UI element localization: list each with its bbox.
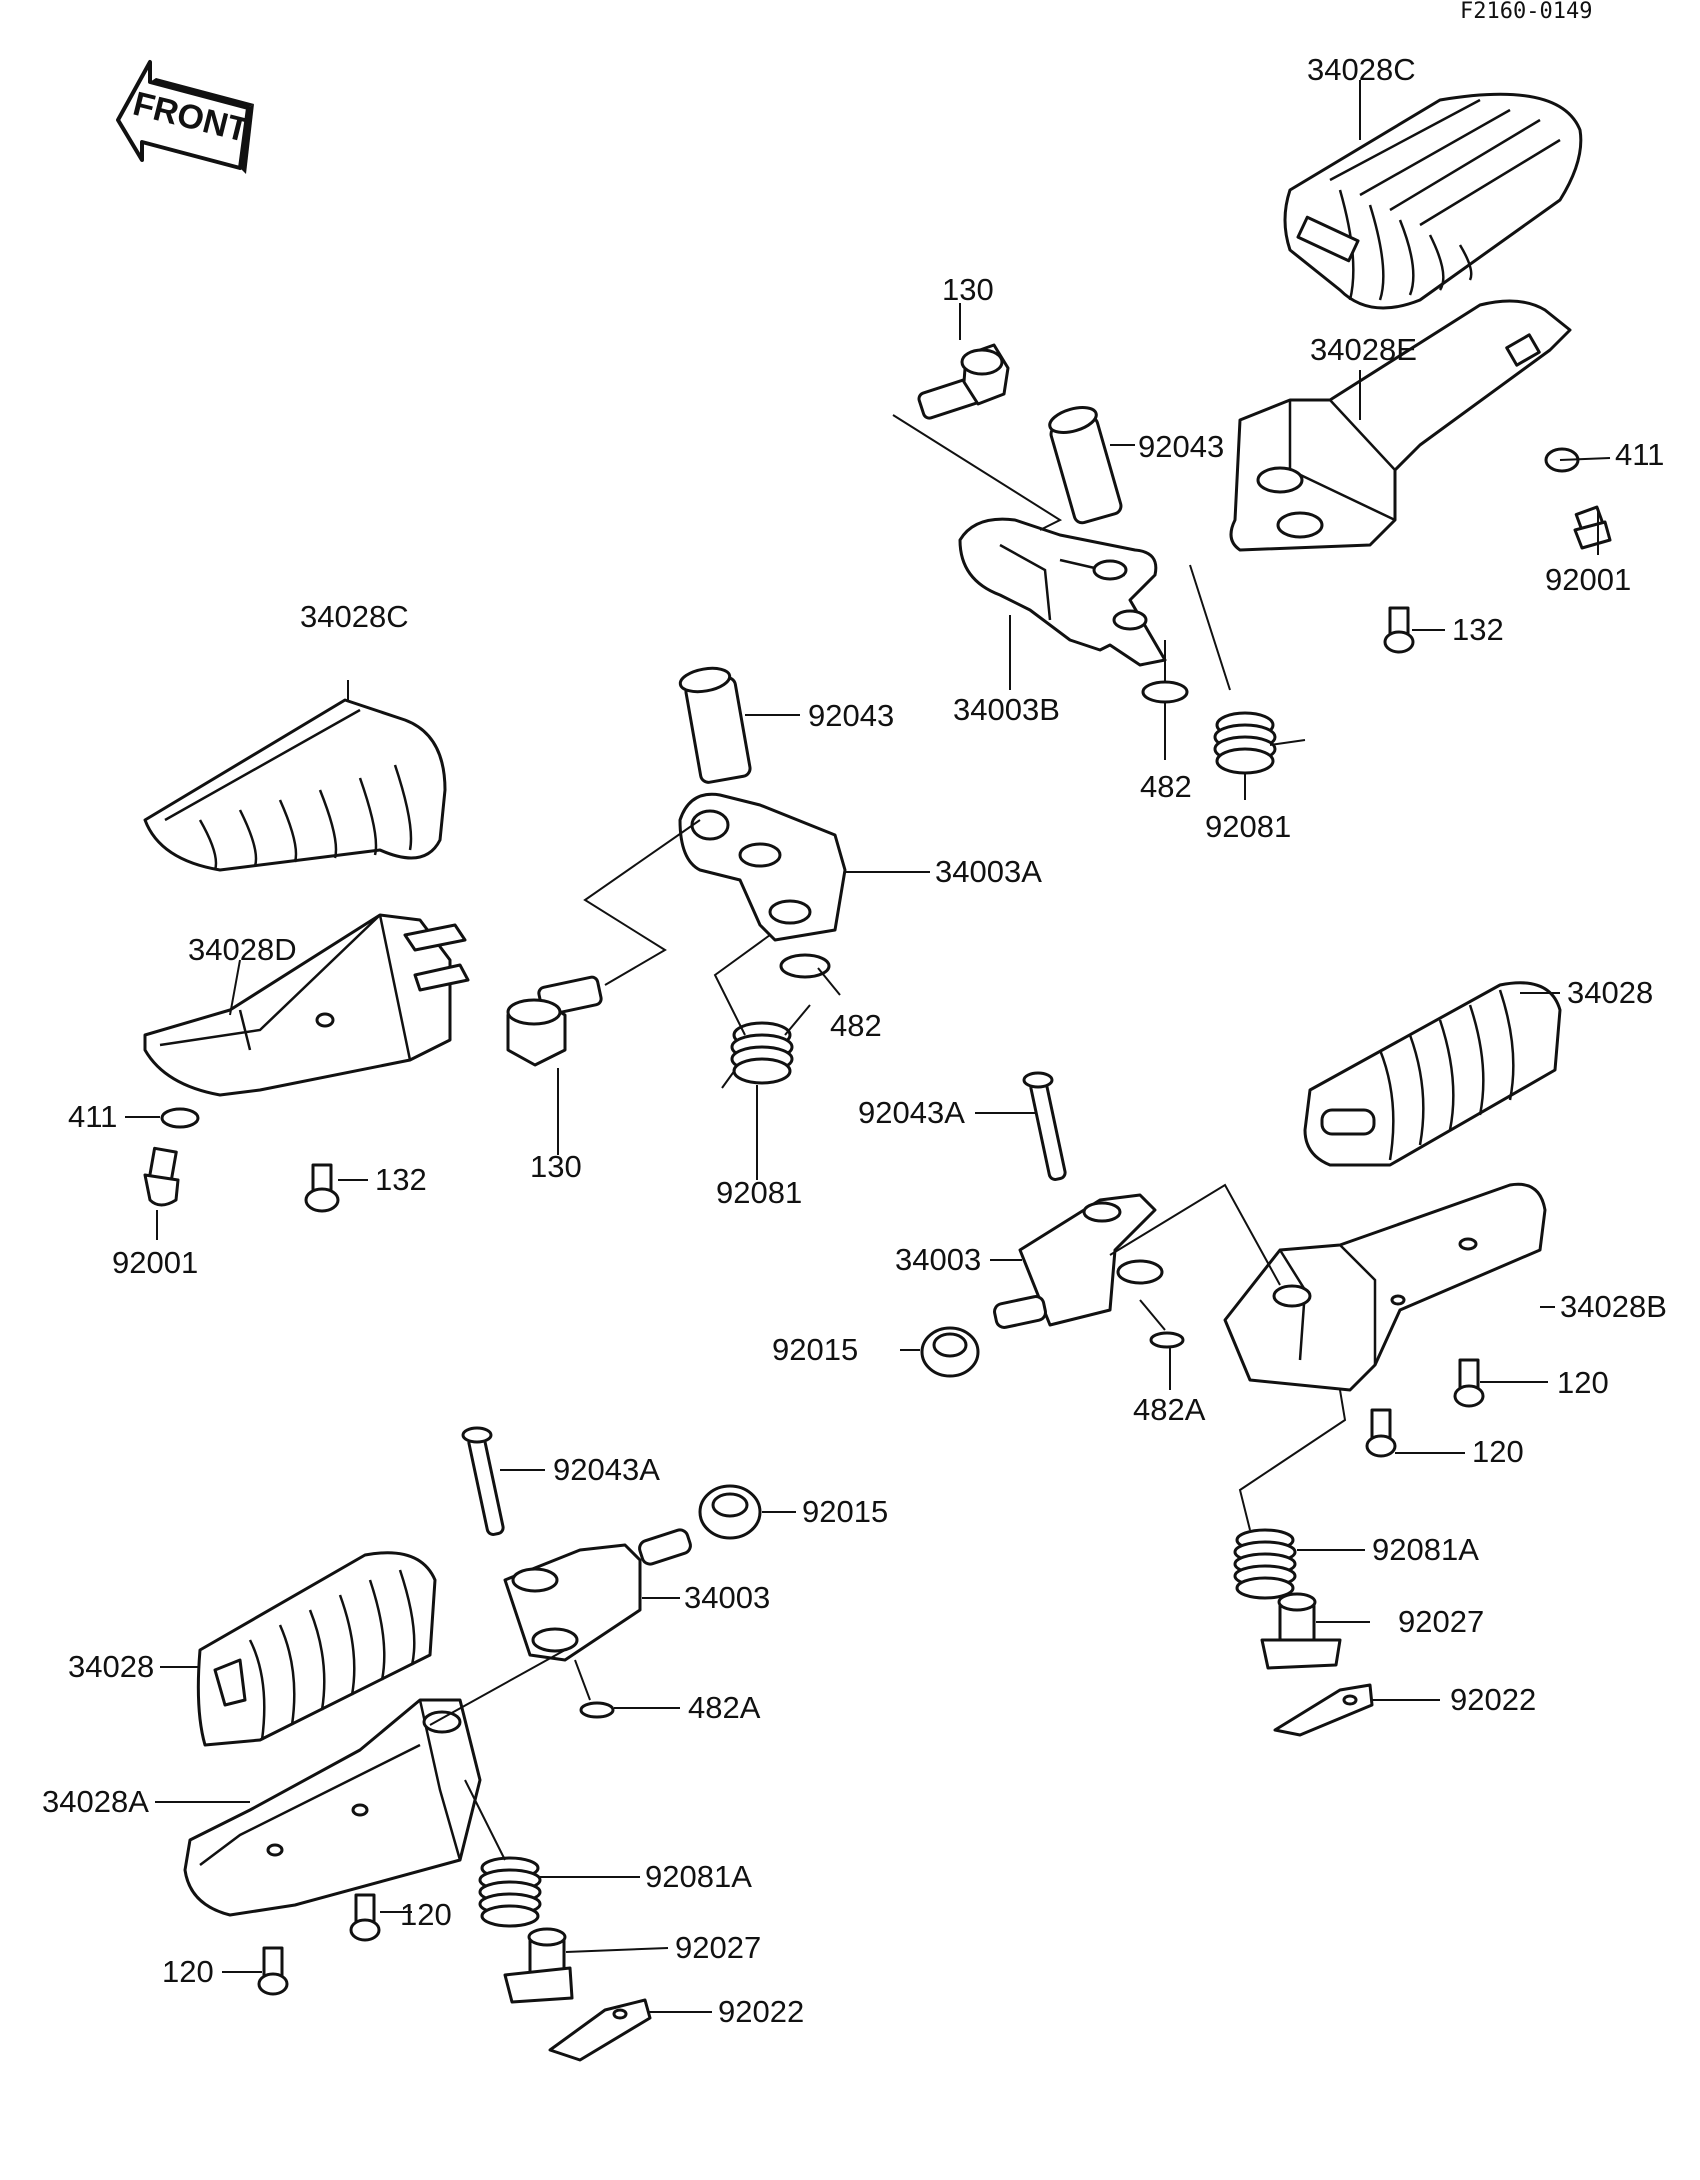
label-92027-low: 92027 — [675, 1930, 761, 1965]
bolt-92001-right — [1573, 505, 1612, 550]
label-92022-right: 92022 — [1450, 1682, 1536, 1717]
bracket-34003B — [958, 517, 1167, 667]
label-34028-left: 34028 — [68, 1649, 154, 1684]
clip-482-mid — [779, 953, 831, 979]
label-34003A: 34003A — [935, 854, 1042, 889]
part-labels: 34028C 130 92043 34028E 411 92001 132 34… — [42, 52, 1667, 2029]
screw-120-d — [257, 1946, 289, 1996]
spring-92081-top — [1213, 711, 1306, 775]
footpeg-rubber-34028-left — [196, 1551, 437, 1747]
bracket-34003-mid — [993, 1193, 1164, 1329]
front-arrow-icon: FRONT — [116, 60, 254, 174]
label-132-right: 132 — [1452, 612, 1504, 647]
label-34028-right: 34028 — [1567, 975, 1653, 1010]
bolt-130-mid — [506, 975, 603, 1067]
label-92081A-low: 92081A — [645, 1859, 752, 1894]
label-92022-low: 92022 — [718, 1994, 804, 2029]
clip-482A-mid — [1149, 1331, 1185, 1349]
clip-482A-low — [579, 1701, 615, 1719]
screw-120-c — [349, 1893, 381, 1942]
spring-92081-mid — [721, 1004, 811, 1089]
label-34028D: 34028D — [188, 932, 297, 967]
label-34003-mid: 34003 — [895, 1242, 981, 1277]
label-120-a: 120 — [1557, 1365, 1609, 1400]
label-92015-low: 92015 — [802, 1494, 888, 1529]
label-130-top: 130 — [942, 272, 994, 307]
label-411-left: 411 — [68, 1099, 117, 1134]
pin-92043-top — [1048, 406, 1123, 525]
label-92081-top: 92081 — [1205, 809, 1291, 844]
bracket-34003A — [678, 792, 847, 942]
screw-120-a — [1453, 1358, 1485, 1408]
footpeg-rubber-34028C-top — [1283, 92, 1583, 310]
label-120-d: 120 — [162, 1954, 214, 1989]
label-482-mid: 482 — [830, 1008, 882, 1043]
plate-92022-low — [548, 1998, 652, 2062]
nut-92015-low — [698, 1484, 762, 1540]
spring-92081A-low — [478, 1856, 542, 1928]
spring-92081A-right — [1233, 1528, 1297, 1600]
pivot-92027-right — [1260, 1592, 1342, 1670]
label-132-left: 132 — [375, 1162, 427, 1197]
label-34028B: 34028B — [1560, 1289, 1667, 1324]
label-92043-top: 92043 — [1138, 429, 1224, 464]
label-34028E: 34028E — [1310, 332, 1417, 367]
screw-132-right — [1383, 606, 1415, 654]
label-92027-right: 92027 — [1398, 1604, 1484, 1639]
bolt-130-top — [917, 343, 1010, 420]
label-34028C-top: 34028C — [1307, 52, 1416, 87]
footpeg-rubber-34028-right — [1303, 981, 1562, 1167]
footpeg-holder-34028D — [143, 913, 470, 1097]
label-92081A-right: 92081A — [1372, 1532, 1479, 1567]
pin-92043A-mid — [1022, 1071, 1067, 1181]
bracket-34003-low — [503, 1528, 692, 1662]
label-482-top: 482 — [1140, 769, 1192, 804]
label-34003B: 34003B — [953, 692, 1060, 727]
pin-92043-mid — [678, 666, 752, 784]
plate-92022-right — [1273, 1683, 1374, 1737]
footpeg-holder-34028B — [1223, 1182, 1547, 1392]
footpeg-rubber-34028C-left — [143, 698, 447, 872]
diagram-code: F2160-0149 — [1460, 0, 1592, 24]
label-482A-low: 482A — [688, 1690, 761, 1725]
footpeg-holder-34028E — [1229, 299, 1572, 552]
pivot-92027-low — [503, 1927, 574, 2004]
label-34003-low: 34003 — [684, 1580, 770, 1615]
label-130-mid: 130 — [530, 1149, 582, 1184]
label-34028A: 34028A — [42, 1784, 149, 1819]
label-120-c: 120 — [400, 1897, 452, 1932]
screw-120-b — [1365, 1408, 1397, 1458]
label-120-b: 120 — [1472, 1434, 1524, 1469]
label-34028C-left: 34028C — [300, 599, 409, 634]
label-92043A-low: 92043A — [553, 1452, 660, 1487]
label-92001-left: 92001 — [112, 1245, 198, 1280]
nut-92015-mid — [920, 1326, 980, 1378]
pin-92043A-low — [461, 1426, 505, 1536]
footpeg-holder-34028A — [183, 1698, 482, 1917]
label-92015-mid: 92015 — [772, 1332, 858, 1367]
label-92043A-mid: 92043A — [858, 1095, 965, 1130]
washer-411-left — [160, 1107, 200, 1129]
label-411-right: 411 — [1615, 437, 1664, 472]
label-92043-mid: 92043 — [808, 698, 894, 733]
screw-132-left — [304, 1163, 340, 1213]
label-92081-mid: 92081 — [716, 1175, 802, 1210]
leader-lines — [125, 80, 1611, 2013]
label-482A-mid: 482A — [1133, 1392, 1206, 1427]
bolt-92001-left — [143, 1146, 180, 1207]
clip-482-top — [1141, 680, 1189, 704]
label-92001-right: 92001 — [1545, 562, 1631, 597]
